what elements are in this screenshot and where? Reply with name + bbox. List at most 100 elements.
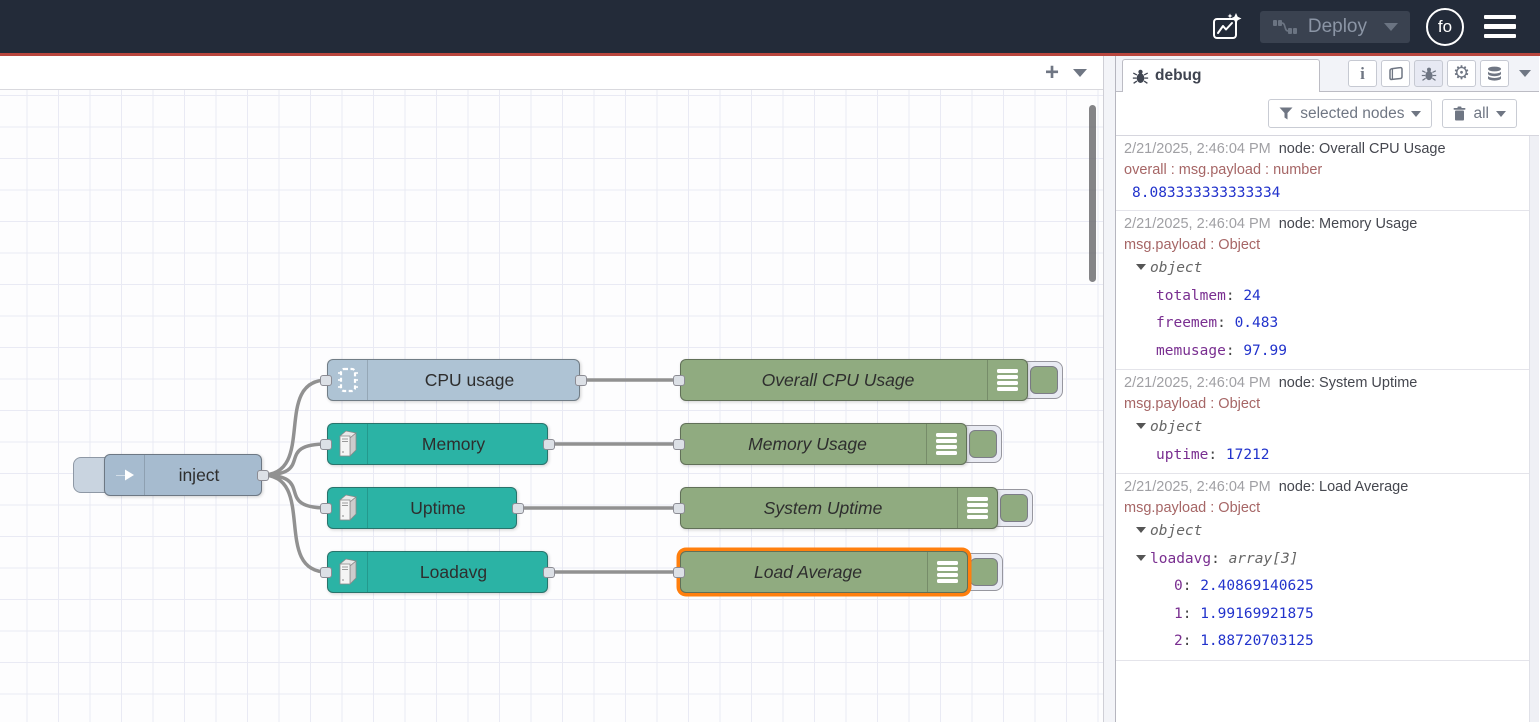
debug-value: 8.083333333333334 [1132, 185, 1280, 201]
debug-source-node: node: Overall CPU Usage [1279, 141, 1446, 157]
debug-clear-button[interactable]: all [1442, 99, 1517, 128]
flow-canvas[interactable]: inject CPU usage Memory Uptime Loadavg Ov… [0, 90, 1103, 722]
canvas-vertical-scrollbar[interactable] [1089, 105, 1096, 282]
input-port[interactable] [320, 567, 332, 578]
collapse-caret-icon[interactable] [1136, 527, 1146, 533]
input-port[interactable] [320, 375, 332, 386]
sidebar-more-caret-icon[interactable] [1519, 70, 1531, 77]
debug-tree-row[interactable]: 2: 1.88720703125 [1124, 628, 1527, 656]
sidebar-scrollbar-track[interactable] [1529, 136, 1539, 722]
node-label: System Uptime [689, 488, 957, 528]
debug-output-icon [967, 497, 988, 519]
debug-message[interactable]: 2/21/2025, 2:46:04 PMnode: Load Averagem… [1116, 474, 1529, 661]
node-body-uptime[interactable]: Uptime [327, 487, 517, 529]
node-body-memory[interactable]: Memory [327, 423, 548, 465]
wire[interactable] [262, 444, 327, 475]
debug-tree-row[interactable]: object [1124, 414, 1527, 442]
debug-type-label: array[3] [1229, 551, 1299, 567]
deploy-caret-icon[interactable] [1384, 23, 1398, 31]
node-body-debug-load[interactable]: Load Average [680, 551, 968, 593]
output-port[interactable] [575, 375, 587, 386]
debug-tree-row[interactable]: object [1124, 518, 1527, 546]
collapse-caret-icon[interactable] [1136, 264, 1146, 270]
flow-node-debug-overall-cpu[interactable]: Overall CPU Usage [680, 359, 1028, 401]
debug-message[interactable]: 2/21/2025, 2:46:04 PMnode: Overall CPU U… [1116, 136, 1529, 211]
debug-tree-row[interactable]: uptime: 17212 [1124, 442, 1527, 470]
node-icon-debug-overall-cpu [987, 360, 1027, 400]
input-port[interactable] [673, 567, 685, 578]
debug-type-label: object [1150, 523, 1202, 539]
debug-key: 0 [1174, 578, 1183, 594]
node-icon-cpu-usage [328, 360, 368, 400]
book-icon [1387, 66, 1405, 82]
debug-tree-row[interactable]: loadavg: array[3] [1124, 546, 1527, 574]
debug-message[interactable]: 2/21/2025, 2:46:04 PMnode: System Uptime… [1116, 370, 1529, 474]
collapse-caret-icon[interactable] [1136, 423, 1146, 429]
flow-list-caret-icon[interactable] [1073, 69, 1087, 77]
debug-type-label: object [1150, 419, 1202, 435]
debug-timestamp: 2/21/2025, 2:46:04 PM [1124, 375, 1271, 391]
input-port[interactable] [673, 439, 685, 450]
sidebar-splitter[interactable] [1104, 56, 1115, 722]
debug-message-area: 2/21/2025, 2:46:04 PM node: Overall CPU U… [1116, 136, 1539, 722]
debug-key: 2 [1174, 633, 1183, 649]
node-body-loadavg[interactable]: Loadavg [327, 551, 548, 593]
tab-debug[interactable]: debug [1122, 59, 1320, 92]
node-label: Memory Usage [689, 424, 926, 464]
debug-tree-row[interactable]: object [1124, 255, 1527, 283]
node-icon-debug-uptime [957, 488, 997, 528]
debug-message-header: 2/21/2025, 2:46:04 PMnode: System Uptime [1124, 373, 1527, 394]
debug-tree-row[interactable]: freemem: 0.483 [1124, 310, 1527, 338]
flow-node-uptime[interactable]: Uptime [327, 487, 517, 529]
config-panel-button[interactable]: ⚙ [1447, 60, 1476, 87]
filter-caret-icon [1411, 111, 1421, 117]
flow-node-loadavg[interactable]: Loadavg [327, 551, 548, 593]
debug-tree-row[interactable]: memusage: 97.99 [1124, 338, 1527, 366]
output-port[interactable] [512, 503, 524, 514]
output-port[interactable] [257, 470, 269, 481]
node-body-debug-memory[interactable]: Memory Usage [680, 423, 967, 465]
debug-tree-row[interactable]: totalmem: 24 [1124, 283, 1527, 311]
help-panel-button[interactable] [1381, 60, 1410, 87]
debug-filter-button[interactable]: selected nodes [1268, 99, 1432, 128]
debug-toggle-state [1000, 494, 1028, 522]
flow-node-debug-load[interactable]: Load Average [680, 551, 968, 593]
add-flow-button[interactable]: + [1045, 61, 1059, 85]
flow-node-debug-uptime[interactable]: System Uptime [680, 487, 998, 529]
flow-node-memory[interactable]: Memory [327, 423, 548, 465]
debug-message-header: 2/21/2025, 2:46:04 PMnode: Load Average [1124, 477, 1527, 498]
output-port[interactable] [543, 567, 555, 578]
debug-key: totalmem [1156, 288, 1226, 304]
debug-panel-button[interactable] [1414, 60, 1443, 87]
assistant-icon[interactable] [1210, 10, 1244, 44]
collapse-caret-icon[interactable] [1136, 555, 1146, 561]
node-body-inject[interactable]: inject [104, 454, 262, 496]
main-menu-icon[interactable] [1480, 11, 1520, 43]
input-port[interactable] [320, 503, 332, 514]
input-port[interactable] [673, 375, 685, 386]
bug-icon [1421, 66, 1437, 82]
context-panel-button[interactable] [1480, 60, 1509, 87]
debug-value: 1.88720703125 [1200, 633, 1314, 649]
node-body-debug-overall-cpu[interactable]: Overall CPU Usage [680, 359, 1028, 401]
wire[interactable] [262, 475, 327, 508]
debug-clear-label: all [1473, 105, 1489, 123]
info-panel-button[interactable]: i [1348, 60, 1377, 87]
debug-message[interactable]: 2/21/2025, 2:46:04 PMnode: Memory Usagem… [1116, 211, 1529, 370]
flow-node-cpu-usage[interactable]: CPU usage [327, 359, 580, 401]
computer-tower-icon [334, 428, 362, 460]
user-avatar[interactable]: fo [1426, 8, 1464, 46]
gear-icon: ⚙ [1453, 64, 1470, 83]
node-body-cpu-usage[interactable]: CPU usage [327, 359, 580, 401]
node-label: inject [145, 455, 253, 495]
flow-node-debug-memory[interactable]: Memory Usage [680, 423, 967, 465]
flow-node-inject[interactable]: inject [104, 454, 262, 496]
deploy-button[interactable]: Deploy [1260, 11, 1410, 43]
input-port[interactable] [673, 503, 685, 514]
output-port[interactable] [543, 439, 555, 450]
input-port[interactable] [320, 439, 332, 450]
node-body-debug-uptime[interactable]: System Uptime [680, 487, 998, 529]
debug-tree-row[interactable]: 1: 1.99169921875 [1124, 601, 1527, 629]
database-icon [1486, 66, 1503, 82]
debug-tree-row[interactable]: 0: 2.40869140625 [1124, 573, 1527, 601]
